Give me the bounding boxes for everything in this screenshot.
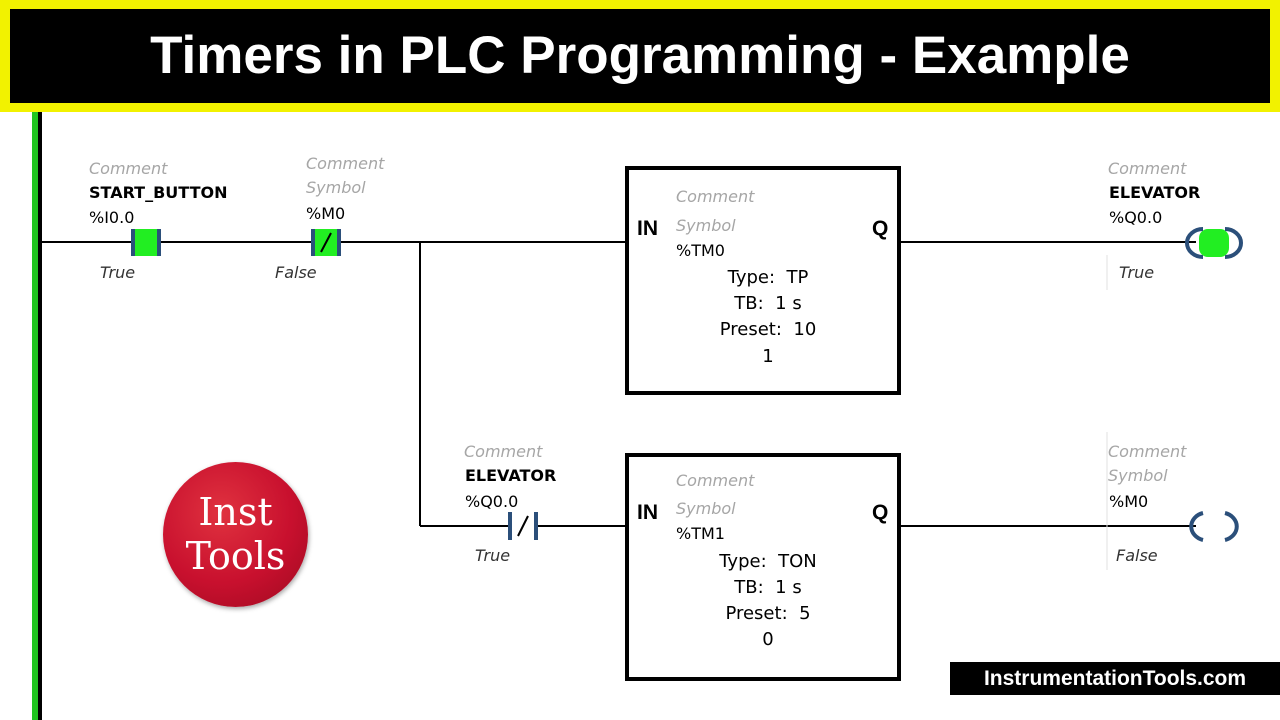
tm0-symbol: Symbol — [676, 216, 736, 235]
elevator-coil-name: ELEVATOR — [1109, 183, 1201, 202]
tm0-in-pin: IN — [637, 217, 658, 240]
elevator-contact-address: %Q0.0 — [465, 492, 519, 511]
elevator-coil-state: True — [1119, 263, 1155, 282]
tm1-comment: Comment — [676, 471, 755, 490]
elevator-contact-comment: Comment — [464, 442, 543, 461]
elevator-nc-contact — [508, 512, 538, 540]
power-rail-highlight — [32, 112, 38, 720]
timer-block-tm0 — [625, 166, 901, 395]
tm0-address: %TM0 — [676, 241, 725, 260]
elevator-contact-state: True — [475, 546, 511, 565]
start-contact-name: START_BUTTON — [89, 183, 228, 202]
m0-contact-symbol: Symbol — [306, 178, 366, 197]
m0-nc-contact — [311, 229, 341, 256]
start-contact-address: %I0.0 — [89, 208, 135, 227]
title-banner: Timers in PLC Programming - Example — [0, 0, 1280, 112]
m0-contact-comment: Comment — [306, 154, 385, 173]
start-contact-state: True — [100, 263, 136, 282]
logo-line-1: Inst — [198, 490, 273, 534]
m0-contact-state: False — [275, 263, 317, 282]
tm0-comment: Comment — [676, 187, 755, 206]
tm0-current-value: 1 — [762, 346, 774, 367]
start-contact-comment: Comment — [89, 159, 168, 178]
m0-coil-state: False — [1116, 546, 1158, 565]
timer-block-tm1 — [625, 453, 901, 681]
tm1-timebase: TB: 1 s — [734, 577, 802, 598]
tm1-address: %TM1 — [676, 524, 725, 543]
inst-tools-logo: Inst Tools — [163, 462, 308, 607]
tm1-type: Type: TON — [719, 551, 817, 572]
tm0-q-pin: Q — [872, 217, 889, 240]
elevator-contact-name: ELEVATOR — [465, 466, 557, 485]
m0-coil-symbol: Symbol — [1108, 466, 1168, 485]
tm0-type: Type: TP — [727, 267, 809, 288]
title-banner-inner: Timers in PLC Programming - Example — [10, 9, 1270, 103]
logo-line-2: Tools — [185, 534, 286, 578]
site-watermark: InstrumentationTools.com — [950, 662, 1280, 695]
m0-contact-address: %M0 — [306, 204, 346, 223]
tm1-in-pin: IN — [637, 501, 658, 524]
tm0-timebase: TB: 1 s — [734, 293, 802, 314]
tm1-current-value: 0 — [762, 629, 774, 650]
power-rail — [38, 112, 42, 720]
m0-coil — [1189, 511, 1239, 542]
tm1-q-pin: Q — [872, 501, 889, 524]
m0-coil-address: %M0 — [1109, 492, 1149, 511]
tm1-symbol: Symbol — [676, 499, 736, 518]
elevator-coil — [1185, 227, 1243, 259]
page-title: Timers in PLC Programming - Example — [150, 26, 1130, 85]
tm0-preset: Preset: 10 — [719, 319, 817, 340]
tm1-preset: Preset: 5 — [725, 603, 811, 624]
watermark-text: InstrumentationTools.com — [983, 667, 1247, 690]
start-button-contact — [131, 229, 161, 256]
elevator-coil-address: %Q0.0 — [1109, 208, 1163, 227]
m0-coil-comment: Comment — [1108, 442, 1187, 461]
elevator-coil-comment: Comment — [1108, 159, 1187, 178]
